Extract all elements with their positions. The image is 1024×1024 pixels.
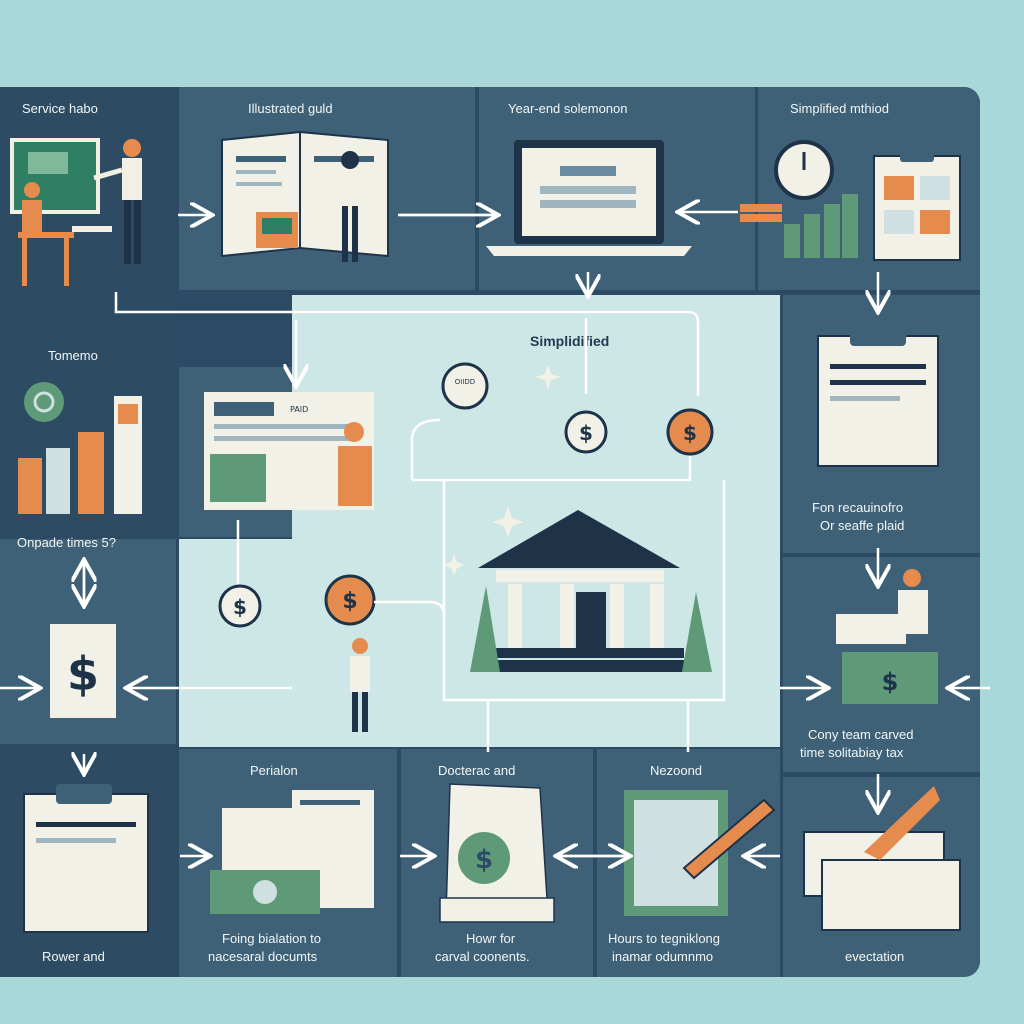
label-bottom-2-1: Foing bialation to (222, 931, 322, 946)
money-stack-icon (740, 194, 858, 258)
documents-icon (210, 790, 374, 914)
pen-icon (624, 790, 776, 916)
label-bottom-2-2: nacesaral documts (208, 949, 318, 964)
dollar-coin-icon: $ $ (218, 574, 376, 732)
bottom-clipboard-icon (23, 784, 149, 933)
svg-text:$: $ (67, 647, 99, 701)
panel-coin-worker (179, 539, 292, 747)
book-icon (221, 130, 389, 262)
clock-icon (774, 140, 834, 200)
label-forms-left: Onpade times 5? (17, 535, 117, 550)
label-bottom-1: Rower and (42, 949, 105, 964)
coin-tag: OIIDD (455, 378, 475, 386)
bank-icon (470, 510, 712, 672)
label-bottom-3-title: Docterac and (438, 763, 516, 778)
svg-text:$: $ (579, 421, 593, 445)
label-simplified-center: Simplidified (530, 333, 610, 349)
bar-chart-icon (18, 382, 142, 514)
sparkle-icon (443, 364, 561, 576)
laptop-icon (486, 140, 692, 256)
svg-text:$: $ (475, 845, 493, 875)
label-bottom-5: evectation (845, 949, 905, 964)
hand-document-icon (803, 786, 961, 931)
paid-tag: PAID (290, 405, 308, 414)
label-forms-right-2: Or seaffe plaid (820, 518, 905, 533)
clipboard-icon (873, 148, 961, 261)
cash-icon: $ (836, 569, 938, 704)
label-tomemo: Tomemo (48, 348, 98, 363)
teacher-illustration (10, 138, 142, 286)
label-bottom-3-1: Howr for (466, 931, 516, 946)
label-forms-right-1: Fon recauinofro (812, 500, 904, 515)
label-illustrated-guide: Illustrated guld (248, 101, 333, 116)
form-clipboard-icon (817, 326, 939, 467)
label-simplified-method: Simplified mthiod (790, 101, 889, 116)
dollar-icon: $ (50, 624, 116, 718)
connector-lines (0, 212, 990, 856)
svg-text:$: $ (342, 589, 357, 614)
label-year-end: Year-end solemonon (508, 101, 628, 116)
svg-text:$: $ (233, 595, 247, 619)
paper-stack-icon: $ (439, 783, 555, 923)
paid-form-illustration (204, 392, 374, 510)
label-right-mid-2: time solitabiay tax (800, 745, 904, 760)
label-service-habo: Service habo (22, 101, 98, 116)
svg-text:$: $ (683, 421, 697, 445)
coin-bag-icon: $ $ (441, 362, 714, 456)
label-bottom-4-title: Nezoond (650, 763, 703, 778)
svg-text:$: $ (882, 668, 899, 696)
label-bottom-4-1: Hours to tegniklong (608, 931, 721, 946)
label-bottom-3-2: carval coonents. (435, 949, 530, 964)
label-bottom-2-title: Perialon (250, 763, 298, 778)
label-right-mid-1: Cony team carved (808, 727, 914, 742)
label-bottom-4-2: inamar odumnmo (612, 949, 714, 964)
